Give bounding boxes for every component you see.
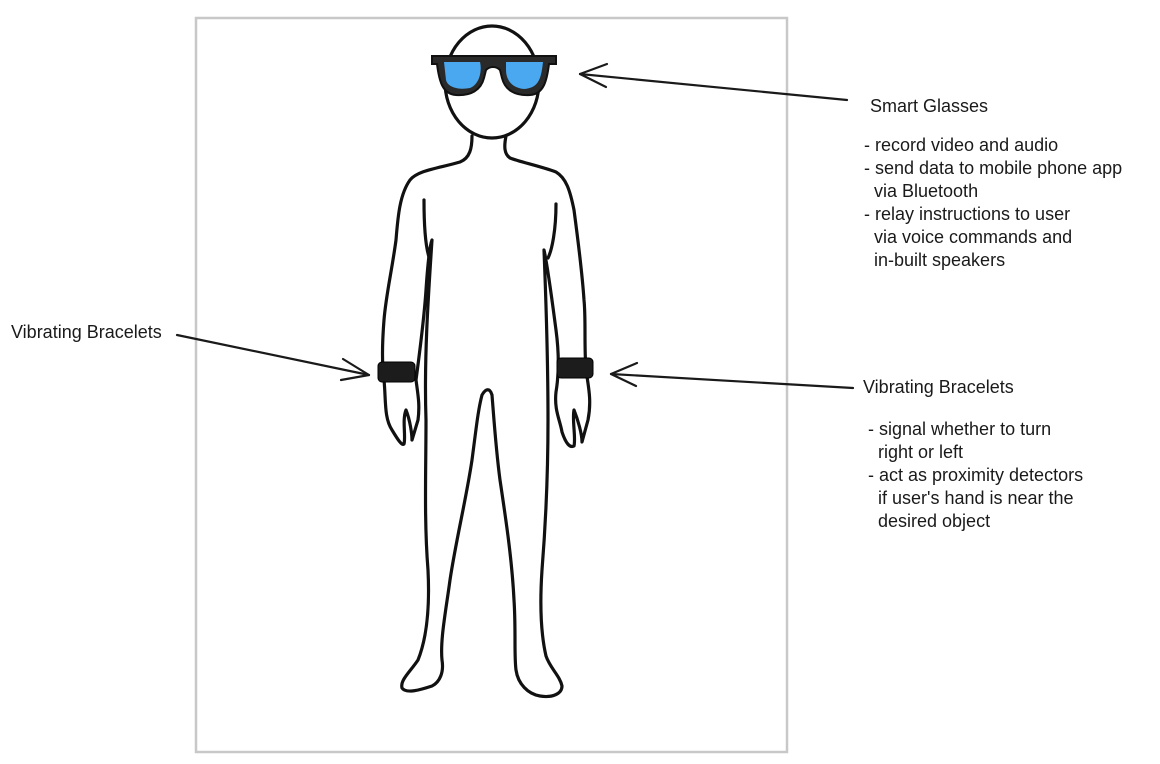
glasses-note-line: - send data to mobile phone app bbox=[864, 158, 1123, 178]
left-bracelet-arrowhead bbox=[339, 357, 371, 382]
right-bracelets-title: Vibrating Bracelets bbox=[863, 377, 1014, 397]
glasses-notes-list: - record video and audio - send data to m… bbox=[864, 134, 1122, 272]
glasses-title: Smart Glasses bbox=[870, 96, 989, 116]
bracelet-note-line: desired object bbox=[868, 511, 991, 531]
glasses-note-line: - record video and audio bbox=[864, 135, 1059, 155]
glasses-note-line: via voice commands and bbox=[864, 227, 1073, 247]
left-bracelet bbox=[377, 361, 416, 383]
glasses-left-lens bbox=[444, 62, 481, 89]
body-outline bbox=[380, 134, 592, 699]
glasses-note-line: - relay instructions to user bbox=[864, 204, 1071, 224]
left-bracelets-title: Vibrating Bracelets bbox=[11, 322, 162, 342]
glasses-note-line: via Bluetooth bbox=[864, 181, 979, 201]
bracelet-note-line: - act as proximity detectors bbox=[868, 465, 1084, 485]
bracelet-note-line: right or left bbox=[868, 442, 964, 462]
glasses-arrowhead bbox=[578, 62, 609, 89]
right-bracelet-arrowhead bbox=[609, 361, 639, 388]
right-bracelet bbox=[556, 357, 594, 379]
right-bracelet-arrow-line bbox=[609, 372, 855, 390]
smart-glasses bbox=[431, 55, 557, 97]
figure-frame bbox=[194, 16, 789, 754]
right-inner-arm bbox=[546, 202, 558, 260]
glasses-note-line: in-built speakers bbox=[864, 250, 1006, 270]
left-bracelet-arrow-line bbox=[175, 333, 371, 377]
glasses-right-lens bbox=[506, 62, 543, 89]
annotation-arrows bbox=[175, 62, 855, 390]
left-inner-arm bbox=[422, 198, 432, 262]
bracelet-note-line: - signal whether to turn bbox=[868, 419, 1052, 439]
bracelet-notes-list: - signal whether to turn right or left - … bbox=[868, 418, 1083, 533]
glasses-arrow-line bbox=[578, 72, 849, 102]
bracelet-note-line: if user's hand is near the bbox=[868, 488, 1074, 508]
